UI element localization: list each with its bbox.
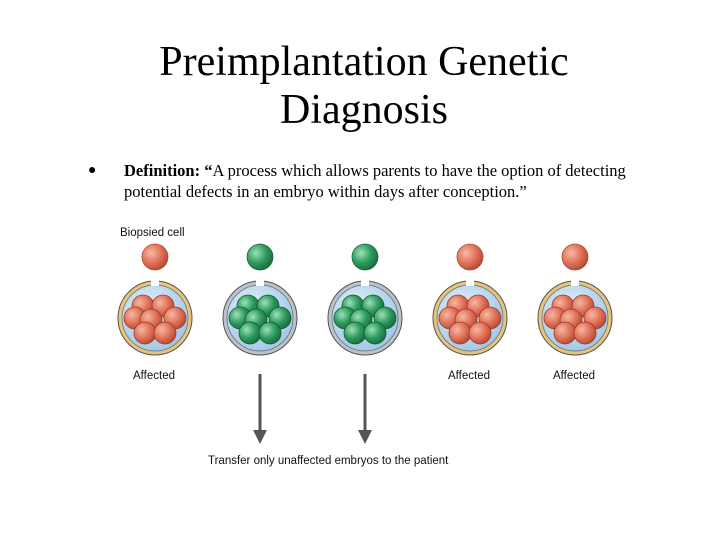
biopsied-cell-3: [351, 243, 379, 271]
biopsied-cell-1: [141, 243, 169, 271]
blastomere: [258, 321, 282, 345]
biopsy-opening: [151, 280, 159, 286]
blastomere: [343, 321, 367, 345]
embryo-3: [327, 243, 403, 356]
definition-text: Definition: “A process which allows pare…: [124, 160, 664, 202]
blastomere: [153, 321, 177, 345]
definition-term: Definition:: [124, 161, 201, 180]
bullet-dot-icon: ●: [88, 163, 97, 178]
blastomere: [133, 321, 157, 345]
transfer-label: Transfer only unaffected embryos to the …: [208, 455, 449, 467]
title-line-1: Preimplantation Genetic: [159, 39, 569, 85]
biopsied-cell-label: Biopsied cell: [120, 227, 185, 239]
embryo-2: [222, 243, 298, 356]
embryo-1: [117, 243, 193, 356]
transfer-arrow-head-icon: [253, 430, 267, 444]
biopsy-opening: [571, 280, 579, 286]
definition-body: A process which allows parents to have t…: [124, 161, 626, 201]
embryo-4: [432, 243, 508, 356]
biopsied-cell-4: [456, 243, 484, 271]
slide-title: Preimplantation Genetic Diagnosis: [0, 38, 728, 134]
definition-quote-open: “: [200, 161, 213, 180]
embryo-status-label: Affected: [133, 370, 175, 382]
biopsy-opening: [256, 280, 264, 286]
transfer-arrow-head-icon: [358, 430, 372, 444]
blastomere: [363, 321, 387, 345]
embryo-status-label: Affected: [553, 370, 595, 382]
biopsy-opening: [466, 280, 474, 286]
blastomere: [238, 321, 262, 345]
blastomere: [448, 321, 472, 345]
biopsied-cell-5: [561, 243, 589, 271]
blastomere: [573, 321, 597, 345]
embryo-5: [537, 243, 613, 356]
embryo-status-label: Affected: [448, 370, 490, 382]
blastomere: [468, 321, 492, 345]
biopsied-cell-2: [246, 243, 274, 271]
biopsy-opening: [361, 280, 369, 286]
title-line-2: Diagnosis: [280, 87, 448, 133]
blastomere: [553, 321, 577, 345]
